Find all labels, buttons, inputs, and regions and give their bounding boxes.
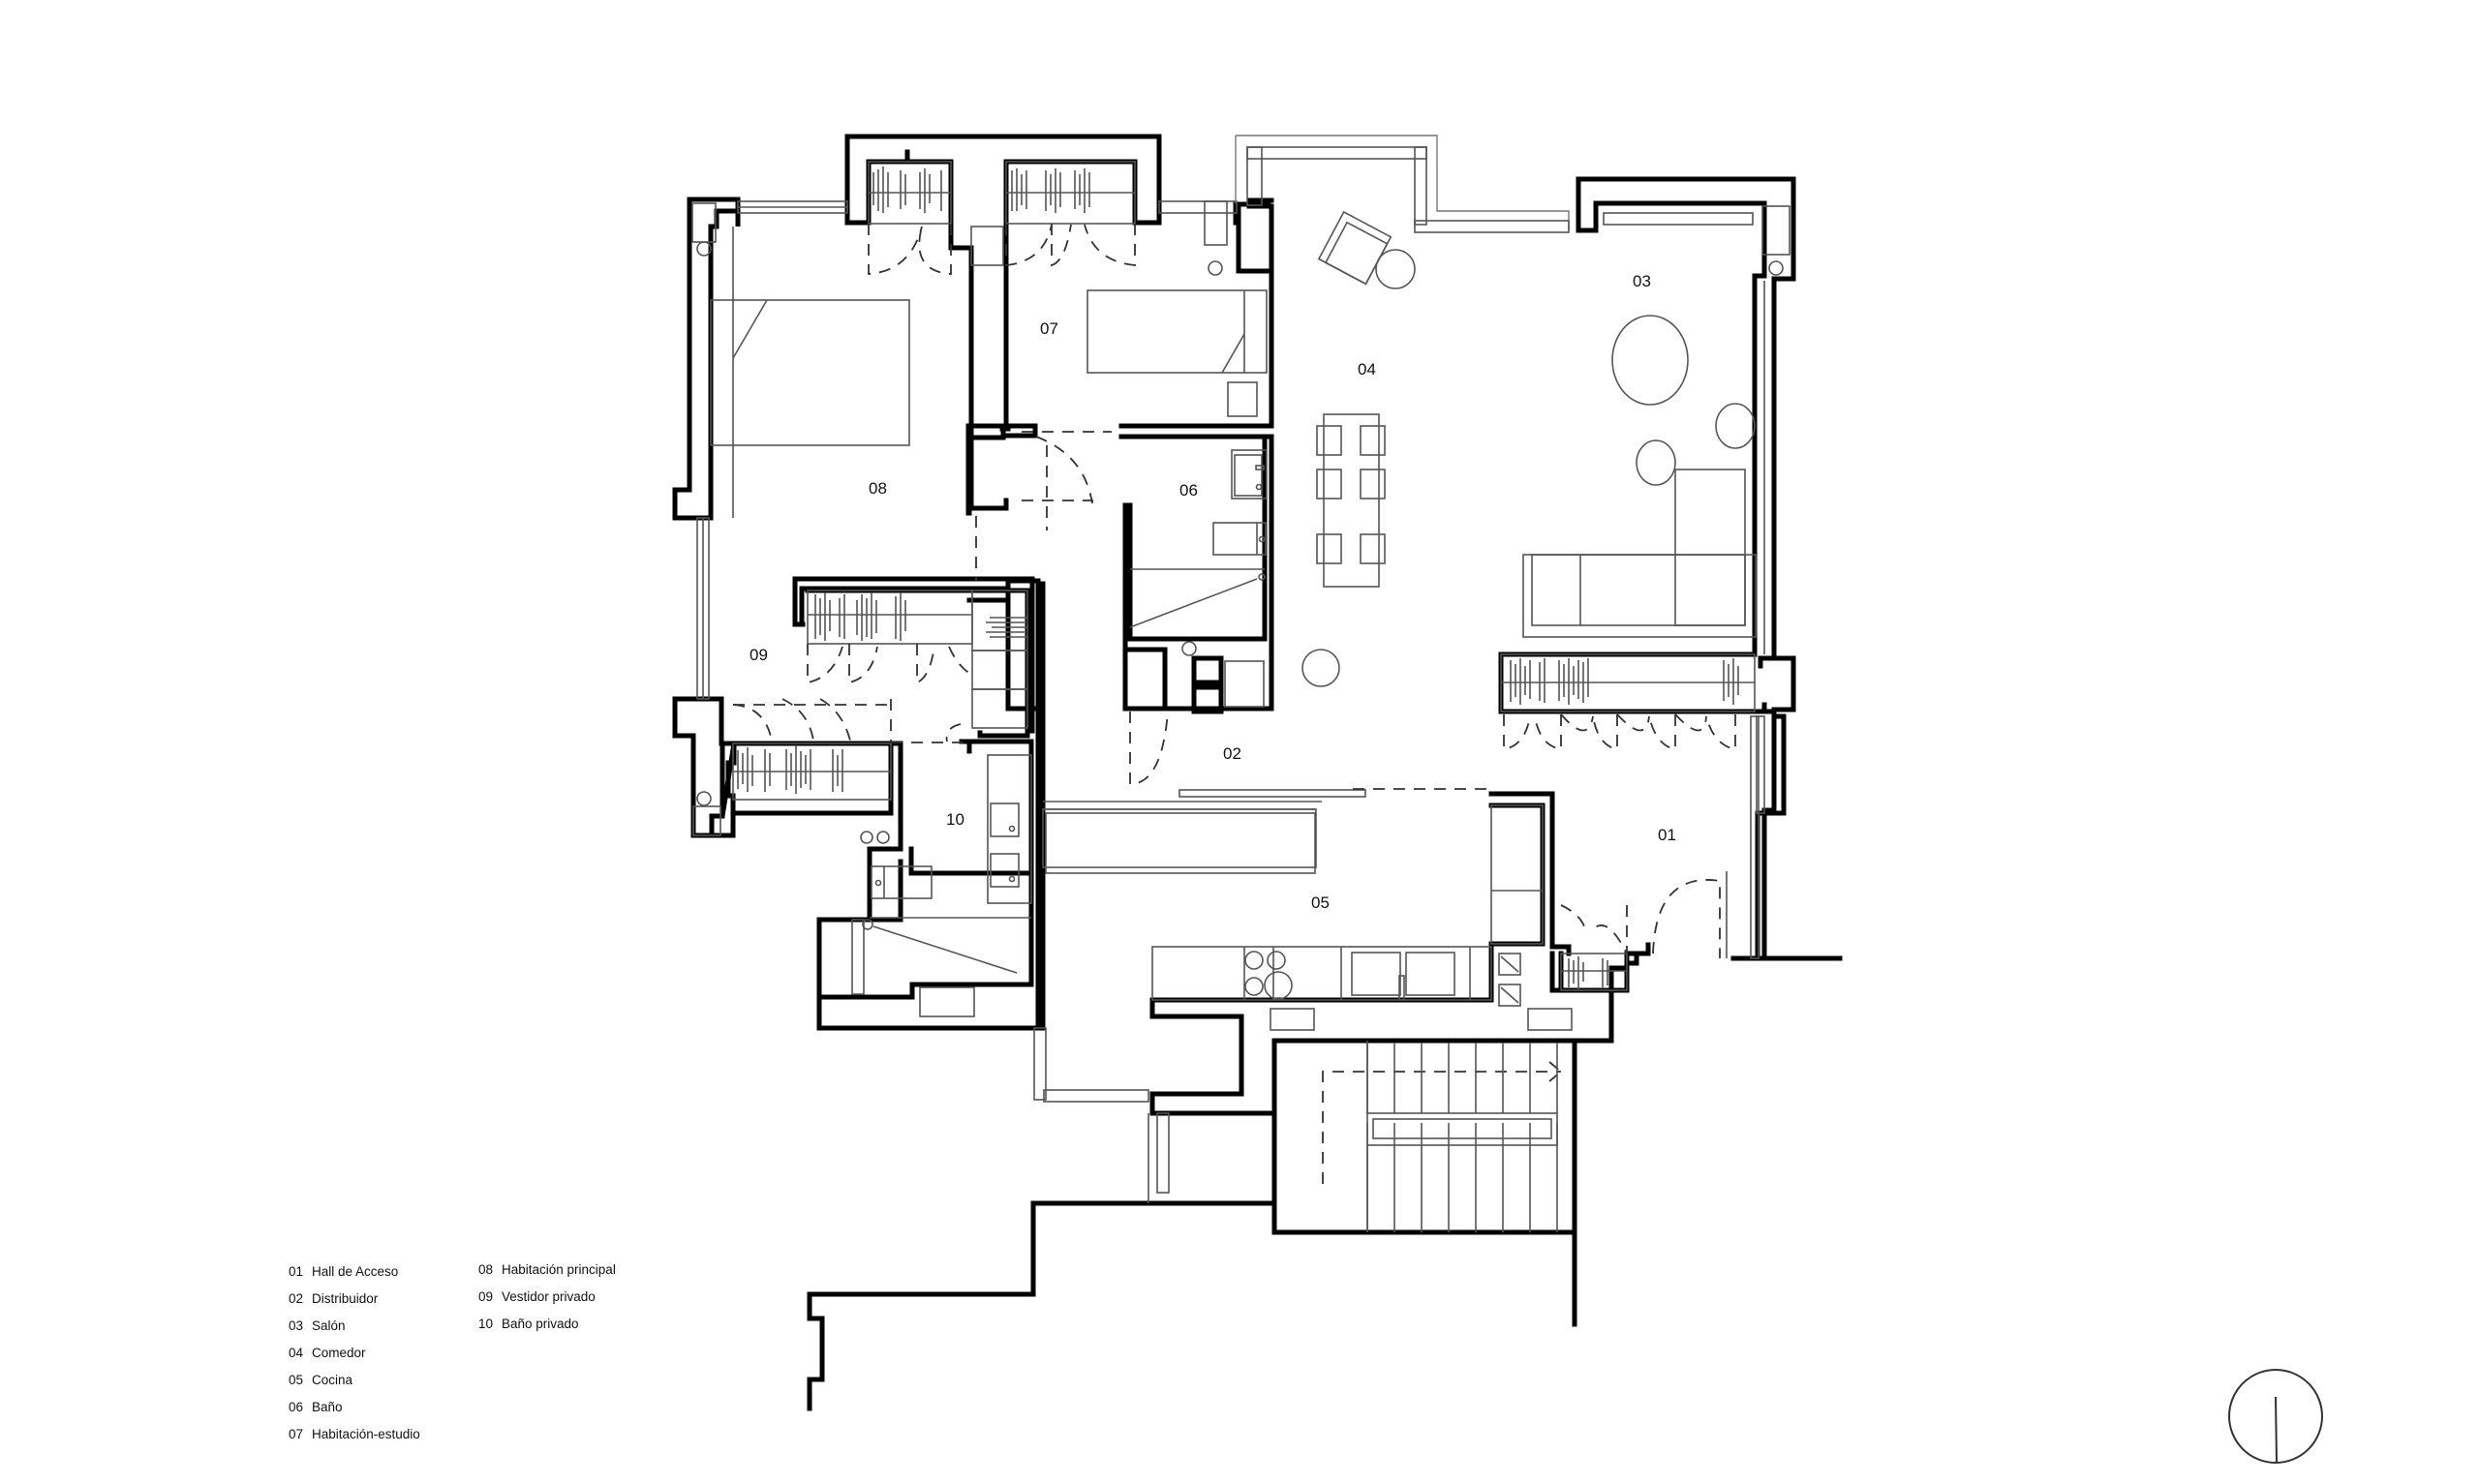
- dining-table: [1316, 413, 1386, 588]
- wardrobe-03: [1500, 653, 1756, 712]
- bed-07: [1086, 289, 1268, 417]
- room-label-05: 05: [1311, 893, 1330, 912]
- room-labels: 01 02 03 04 05 06 07 08 09 10: [750, 272, 1676, 912]
- bed-08: [710, 227, 910, 518]
- room-label-08: 08: [869, 479, 887, 498]
- stairs: [1366, 1041, 1558, 1232]
- north-arrow-icon: [2228, 1369, 2323, 1464]
- side-table: [1375, 249, 1416, 289]
- armchair: [1317, 210, 1393, 286]
- room-label-02: 02: [1223, 744, 1241, 763]
- windows: [696, 135, 1765, 1203]
- room-label-06: 06: [1179, 481, 1198, 500]
- sofa: [1522, 469, 1757, 638]
- coffee-table: [1611, 315, 1689, 406]
- room-label-04: 04: [1358, 360, 1376, 379]
- wardrobe-08: [868, 161, 952, 225]
- door-swings: [732, 224, 1736, 1184]
- room-label-07: 07: [1040, 319, 1058, 338]
- wardrobe-01: [1560, 953, 1628, 991]
- room-label-01: 01: [1658, 826, 1676, 844]
- kitchen: [1045, 804, 1573, 1031]
- furniture: [691, 200, 1790, 1232]
- room-label-10: 10: [946, 810, 964, 829]
- wardrobe-09-top: [807, 590, 1028, 729]
- walls: [672, 134, 1843, 1411]
- wardrobes: [732, 161, 1756, 991]
- bath-10-fixtures: [692, 754, 1032, 1017]
- room-label-09: 09: [750, 646, 768, 664]
- wardrobe-09-bottom: [732, 742, 892, 801]
- bath-06-fixtures: [1129, 449, 1268, 708]
- room-label-03: 03: [1633, 272, 1651, 290]
- plant: [1301, 649, 1340, 687]
- wardrobe-07: [1005, 161, 1136, 225]
